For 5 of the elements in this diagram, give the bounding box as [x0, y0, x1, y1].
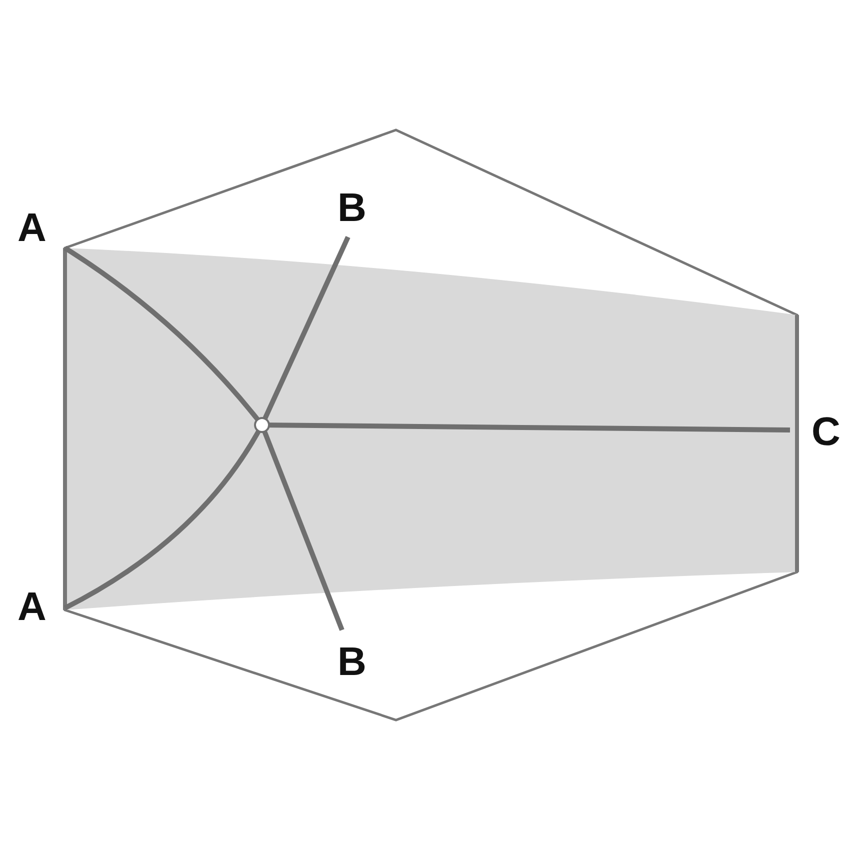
point-label: B — [338, 642, 366, 682]
point-label: A — [18, 587, 46, 627]
point-label: C — [812, 412, 840, 452]
point-label: A — [18, 208, 46, 248]
point-label: B — [338, 188, 366, 228]
